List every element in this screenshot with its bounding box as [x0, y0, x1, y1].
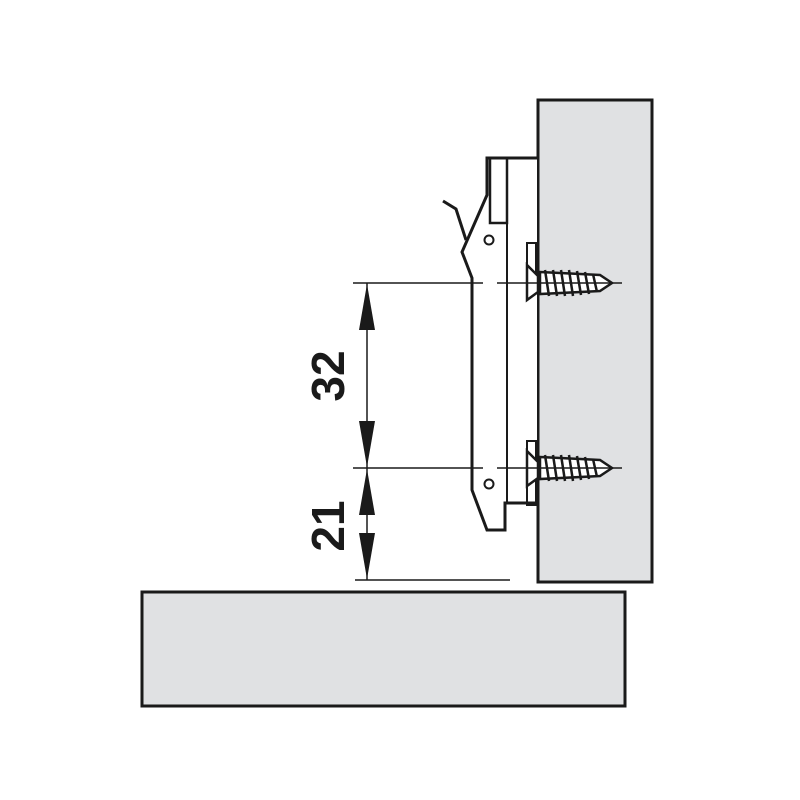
- dimension-line-32: [359, 283, 375, 468]
- spring-wire: [442, 199, 468, 241]
- dimension-label-32: 32: [302, 350, 354, 401]
- dimension-line-21: [359, 468, 375, 580]
- bottom-panel: [140, 590, 627, 708]
- plate-hole-bottom: [483, 478, 495, 490]
- mounting-plate: [442, 156, 537, 532]
- dimension-label-21: 21: [302, 500, 354, 551]
- side-panel: [536, 98, 654, 584]
- plate-hole-top: [483, 234, 495, 246]
- extension-lines: [353, 282, 622, 581]
